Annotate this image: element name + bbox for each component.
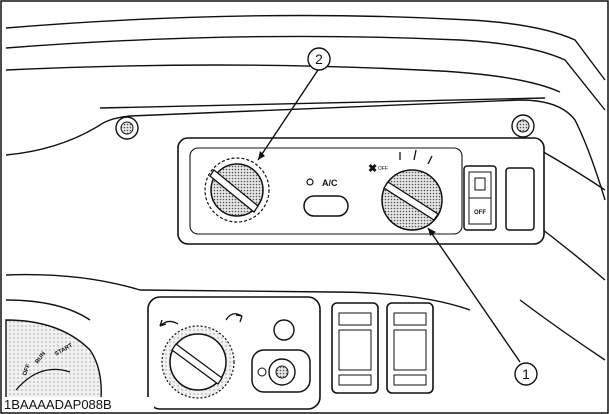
lower-arrow-right-icon [225,313,243,323]
lower-rocker-switch-1[interactable] [331,302,379,394]
ac-label: A/C [322,178,338,188]
leader-arrow-2 [258,151,265,160]
throttle-knob[interactable] [161,325,235,399]
key-switch[interactable] [251,349,311,393]
hvac-panel [177,137,545,245]
callout-1: 1 [514,362,538,386]
ignition-label-off: OFF [22,363,32,377]
fan-speed-ticks [399,149,433,165]
svg-text:1: 1 [522,366,530,382]
fan-speed-knob[interactable] [381,169,443,231]
temperature-knob[interactable] [204,157,270,223]
callout-2: 2 [307,47,331,71]
cab-contours [5,14,606,361]
indicator-lamp [273,319,295,341]
fan-icon: ✖ [368,163,377,175]
fan-off-label: OFF [378,166,388,172]
rocker-switch[interactable] [463,165,497,231]
lower-rocker-switch-2[interactable] [386,302,434,394]
leader-line-2 [257,69,319,161]
bolt-left [115,116,139,140]
figure-id: 1BAAAADAP088B [4,397,112,412]
lower-arrow-left-icon [159,319,179,327]
figure-id-backdrop [2,397,154,412]
rocker-off-label: OFF [474,210,486,216]
ac-button[interactable] [303,195,349,217]
leader-arrow-1 [428,228,436,236]
leader-line-1 [427,227,521,363]
ac-indicator-lamp [306,178,314,186]
bolt-right [511,114,535,138]
svg-text:2: 2 [315,51,323,67]
blank-switch-slot [505,167,535,231]
